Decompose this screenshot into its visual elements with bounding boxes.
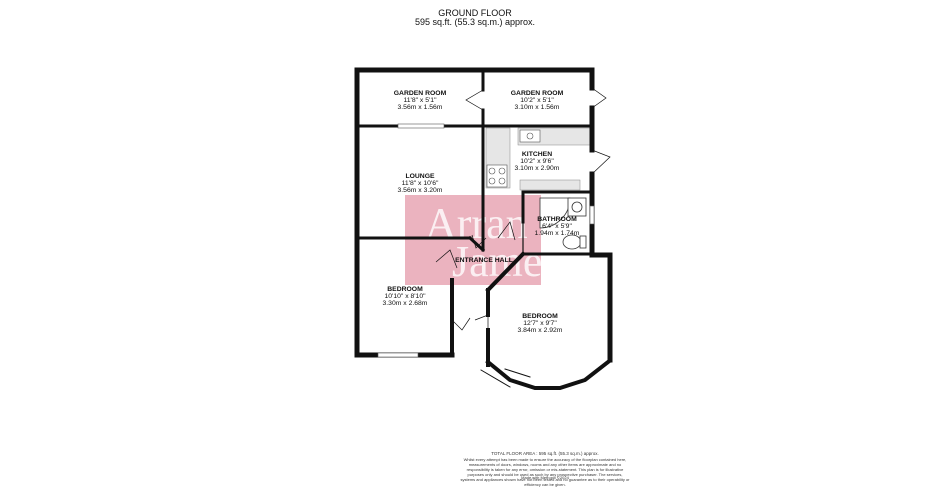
door-kitchen-external (591, 149, 611, 175)
room-name: ENTRANCE HALL (455, 257, 513, 264)
footer-total: TOTAL FLOOR AREA : 595 sq.ft. (55.3 sq.m… (491, 451, 599, 456)
watermark-line2: James (452, 237, 560, 286)
room-bedroom-1: BEDROOM 10'10" x 8'10" 3.30m x 2.68m (383, 286, 428, 307)
room-name: BEDROOM (387, 286, 423, 293)
bathroom-fixtures (539, 197, 587, 250)
doors (435, 87, 611, 331)
door-lounge (471, 234, 487, 249)
toilet-icon (562, 234, 582, 250)
door-bedroom-1 (435, 249, 458, 269)
room-imperial: 10'2" x 5'1" (520, 97, 554, 104)
room-name: GARDEN ROOM (394, 90, 447, 97)
room-name: BATHROOM (537, 216, 577, 223)
room-metric: 1.94m x 1.74m (535, 230, 580, 237)
room-bedroom-2: BEDROOM 12'7" x 9'7" 3.84m x 2.92m (518, 313, 563, 334)
room-bathroom: BATHROOM 6'4" x 5'9" 1.94m x 1.74m (535, 216, 580, 237)
floor-area: 595 sq.ft. (55.3 sq.m.) approx. (414, 17, 536, 27)
room-metric: 3.30m x 2.68m (383, 300, 428, 307)
room-imperial: 11'8" x 10'6" (402, 180, 439, 187)
room-garden-room-1: GARDEN ROOM 11'8" x 5'1" 3.56m x 1.56m (394, 90, 447, 111)
kitchen-counter (519, 179, 581, 191)
door-garden-room (465, 89, 484, 111)
room-name: KITCHEN (522, 151, 552, 158)
room-metric: 3.56m x 1.56m (398, 104, 443, 111)
window-bedroom (377, 352, 419, 358)
kitchen-fixtures (485, 127, 591, 191)
room-name: LOUNGE (405, 173, 435, 180)
room-entrance-hall: ENTRANCE HALL (455, 257, 513, 264)
room-imperial: 10'2" x 9'6" (520, 158, 554, 165)
room-imperial: 6'4" x 5'9" (542, 223, 572, 230)
room-lounge: LOUNGE 11'8" x 10'6" 3.56m x 3.20m (398, 173, 443, 194)
door-garden-room-external (591, 87, 607, 109)
door-kitchen (497, 221, 516, 241)
floor-title: GROUND FLOOR (438, 8, 512, 18)
footer-made-with: Made with Metropix ©2024 (521, 475, 569, 480)
room-metric: 3.56m x 3.20m (398, 187, 443, 194)
room-metric: 3.84m x 2.92m (518, 327, 563, 334)
room-kitchen: KITCHEN 10'2" x 9'6" 3.10m x 2.90m (515, 151, 560, 172)
basin-icon (567, 197, 587, 217)
sliding-door-lounge (397, 123, 445, 129)
windows (377, 123, 595, 358)
room-imperial: 10'10" x 8'10" (384, 293, 426, 300)
room-name: GARDEN ROOM (511, 90, 564, 97)
sink-icon (519, 129, 541, 143)
window-bathroom (589, 205, 595, 225)
room-imperial: 12'7" x 9'7" (523, 320, 557, 327)
door-entrance (451, 317, 471, 331)
room-metric: 3.10m x 2.90m (515, 165, 560, 172)
walls (354, 67, 613, 390)
door-bedroom-2 (474, 314, 489, 330)
hob-icon (486, 164, 508, 188)
room-garden-room-2: GARDEN ROOM 10'2" x 5'1" 3.10m x 1.56m (511, 90, 564, 111)
footer-disclaimer: Whilst every attempt has been made to en… (460, 457, 630, 487)
room-name: BEDROOM (522, 313, 558, 320)
room-imperial: 11'8" x 5'1" (404, 97, 438, 104)
room-metric: 3.10m x 1.56m (515, 104, 560, 111)
